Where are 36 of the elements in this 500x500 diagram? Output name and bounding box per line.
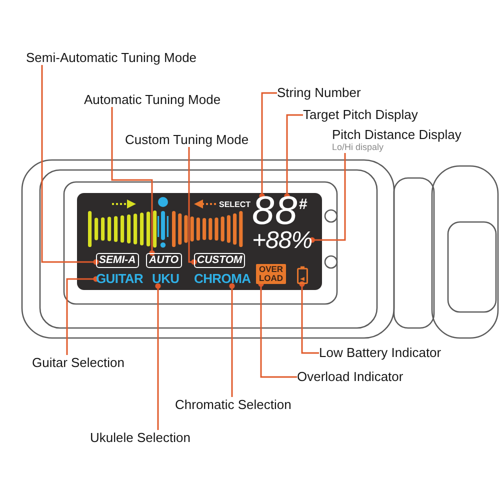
leader-line — [229, 283, 235, 397]
leader-line — [284, 114, 303, 199]
leader-line — [111, 107, 155, 256]
callout-label: Semi-Automatic Tuning Mode — [26, 50, 197, 65]
leader-line — [155, 283, 161, 430]
leader-line — [41, 65, 99, 265]
mode-indicator: AUTO — [146, 253, 182, 268]
callout-label: Low Battery Indicator — [319, 345, 442, 360]
battery-icon — [297, 266, 308, 284]
mode-indicator: SEMI-A — [96, 253, 139, 268]
digit-display: 8 — [252, 196, 274, 226]
callout-label: String Number — [277, 85, 361, 100]
instrument-indicator: UKU — [152, 271, 180, 286]
leader-line — [188, 147, 197, 265]
overload-indicator: OVER LOAD — [256, 264, 286, 284]
sharp-sign: # — [299, 197, 308, 212]
callout-label: Automatic Tuning Mode — [84, 92, 221, 107]
percentage-display: +88% — [252, 229, 312, 253]
mode-indicator: CUSTOM — [194, 253, 246, 268]
callout-label: Custom Tuning Mode — [125, 132, 249, 147]
instrument-indicator: GUITAR — [96, 271, 144, 286]
callout-note: Lo/Hi dispaly — [332, 142, 385, 153]
instrument-indicator: CHROMA — [194, 271, 251, 286]
leader-line — [259, 92, 277, 199]
callout-label: Ukulele Selection — [90, 430, 190, 445]
callout-label: Chromatic Selection — [175, 397, 292, 412]
digit-display: 8 — [275, 196, 298, 226]
select-label: SELECT — [219, 200, 251, 209]
callout-label: Guitar Selection — [32, 355, 124, 370]
leader-line — [66, 276, 99, 355]
callout-label: Overload Indicator — [297, 369, 404, 384]
callout-label: Target Pitch Display — [303, 107, 418, 122]
leader-line — [258, 281, 297, 378]
callout-label: Pitch Distance Display — [332, 127, 462, 142]
leader-line — [299, 281, 319, 354]
leader-line — [309, 153, 346, 243]
